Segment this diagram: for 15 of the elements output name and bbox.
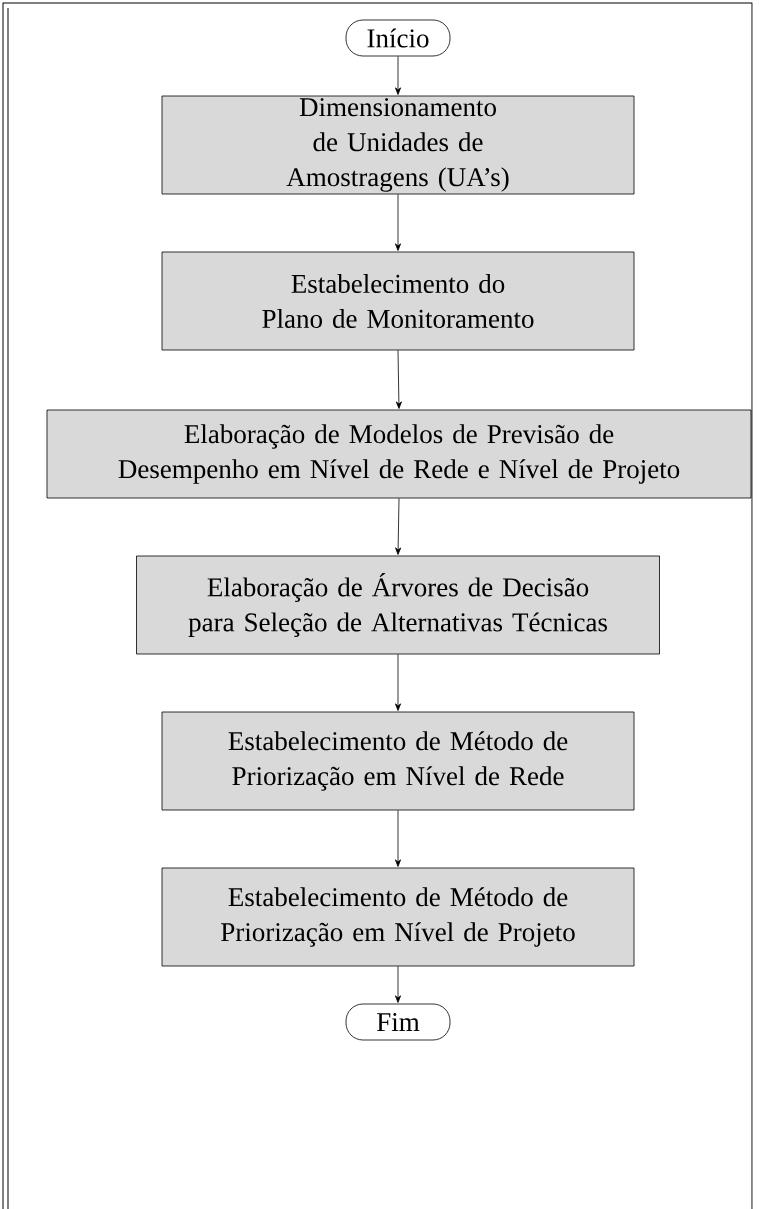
process-box: Estabelecimento de Método de Priorização em Nível de Projeto [161, 867, 635, 967]
terminal-box: Início [345, 19, 451, 57]
arrow [395, 194, 401, 251]
arrow [395, 498, 402, 555]
process-box: Dimensionamento de Unidades de Amostragens (UA’s) [161, 95, 635, 195]
arrow [395, 56, 401, 95]
arrow [395, 966, 401, 1003]
process-box: Elaboração de Modelos de Previsão de Desempenho em Nível de Rede e Nível de Projeto [46, 409, 752, 499]
arrow [395, 810, 401, 867]
arrow [395, 350, 402, 409]
terminal-box: Fim [345, 1003, 451, 1041]
arrow [395, 654, 401, 711]
process-box: Estabelecimento de Método de Priorização em Nível de Rede [161, 711, 635, 811]
process-box: Estabelecimento do Plano de Monitoramento [161, 251, 635, 351]
process-box: Elaboração de Árvores de Decisão para Seleção de Alternativas Técnicas [136, 555, 660, 655]
